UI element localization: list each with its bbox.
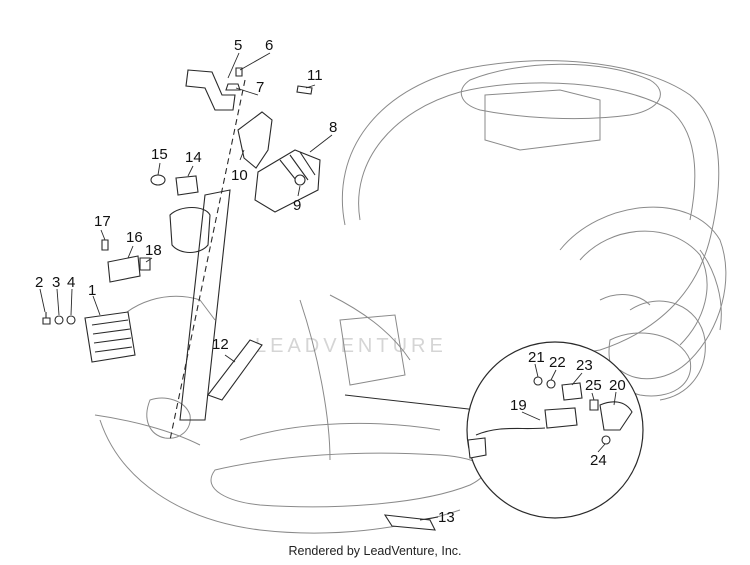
part-3-washer: [54, 315, 64, 325]
parts: [42, 67, 436, 531]
wheel-arch: [629, 300, 706, 401]
part-2-screw: [42, 312, 51, 325]
label-part-10: 10: [231, 167, 248, 184]
horn-area: [146, 397, 191, 439]
part-9-nut: [294, 174, 306, 186]
watermark-text: LEADVENTURE: [255, 335, 447, 357]
side-panel-inner: [579, 230, 708, 346]
label-part-15: 15: [151, 146, 168, 163]
label-part-11: 11: [307, 67, 323, 84]
frame-left: [99, 419, 461, 534]
scooter-body-outline: [94, 60, 727, 534]
part-21-screw: [533, 376, 543, 386]
label-part-9: 9: [293, 197, 301, 214]
label-part-16: 16: [126, 229, 143, 246]
label-part-7: 7: [256, 79, 264, 96]
label-part-24: 24: [590, 452, 607, 469]
part-25-screw: [589, 399, 599, 411]
label-part-13: 13: [438, 509, 455, 526]
floor-tunnel: [239, 422, 441, 441]
part-17-screw: [101, 239, 109, 251]
leg-shield-inner: [358, 82, 696, 221]
part-1-voltage-regulator: [84, 311, 136, 363]
part-23-ignition-coil: [561, 382, 583, 401]
part-14-rubber-mount: [175, 175, 199, 196]
part-19-spark-plug-cap: [467, 437, 487, 459]
part-24-nut: [601, 435, 611, 445]
part-19-hv-lead: [475, 427, 546, 436]
label-part-1: 1: [88, 282, 96, 299]
label-part-21: 21: [528, 349, 545, 366]
label-part-8: 8: [329, 119, 337, 136]
steering-axis: [169, 79, 246, 441]
part-5-bracket: [185, 69, 236, 111]
label-part-14: 14: [185, 149, 202, 166]
label-part-2: 2: [35, 274, 43, 291]
floor-panel-2: [329, 294, 411, 361]
label-part-6: 6: [265, 37, 273, 54]
part-20-coil-bracket: [599, 401, 633, 431]
part-13-trim: [383, 514, 436, 531]
part-8-cdi-unit: [254, 149, 321, 213]
ignition-coil-inset: [344, 341, 644, 519]
part-4-washer: [66, 315, 76, 325]
label-part-5: 5: [234, 37, 242, 54]
inset-circle: [466, 341, 644, 519]
scooter-tail: [699, 249, 722, 331]
headset-rim: [460, 63, 661, 120]
floor-panel: [299, 299, 331, 461]
label-part-4: 4: [67, 274, 75, 291]
label-part-18: 18: [145, 242, 162, 259]
part-12-cover: [207, 339, 263, 401]
part-10-bracket: [237, 111, 273, 169]
column-clamp: [169, 206, 211, 254]
part-15-spacer: [150, 174, 166, 186]
label-part-19: 19: [510, 397, 527, 414]
label-part-25: 25: [585, 377, 602, 394]
part-7-nut: [225, 83, 241, 91]
label-part-17: 17: [94, 213, 111, 230]
watermark: LEADVENTURE: [255, 335, 447, 357]
part-1-fins: [91, 319, 133, 353]
callout-labels: 1 2 3 4 5 6 7 8 9 10 11 12 13 14 15 16 1…: [35, 37, 626, 526]
label-part-23: 23: [576, 357, 593, 374]
leader-lines: [39, 52, 617, 521]
seat-hinge: [599, 294, 651, 306]
part-22-washer: [546, 379, 556, 389]
leg-shield: [341, 60, 720, 361]
glovebox: [484, 89, 601, 151]
side-panel: [559, 206, 727, 380]
steering-column: [169, 79, 246, 441]
footer-credit: Rendered by LeadVenture, Inc.: [288, 544, 462, 558]
label-part-22: 22: [549, 354, 566, 371]
label-part-12: 12: [212, 336, 229, 353]
part-16-plate: [107, 255, 141, 283]
floorboard: [210, 452, 485, 508]
label-part-20: 20: [609, 377, 626, 394]
part-19-coil: [544, 407, 578, 429]
battery-box: [339, 314, 406, 386]
label-part-3: 3: [52, 274, 60, 291]
